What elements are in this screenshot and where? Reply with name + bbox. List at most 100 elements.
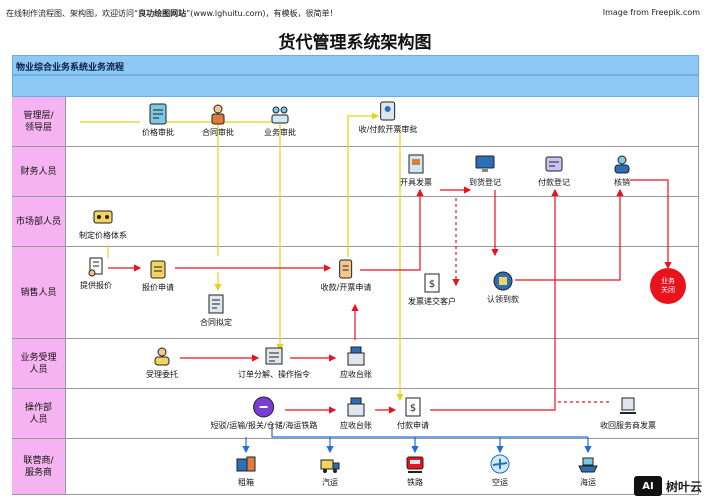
node-issue-invoice[interactable]: 开具发票 (400, 153, 432, 188)
node-price-approval[interactable]: 价格审批 (142, 103, 174, 138)
price-tag-icon (93, 210, 113, 224)
node-payment-apply[interactable]: $ 付款申请 (397, 396, 429, 431)
node-railway[interactable]: 铁路 (404, 453, 426, 488)
node-container-rent[interactable]: 租箱 (235, 453, 257, 488)
node-label: 价格审批 (142, 128, 174, 137)
truck-icon (320, 459, 340, 473)
lane-market (12, 197, 699, 247)
cash-register-icon (347, 397, 365, 417)
node-label: 应收台账 (340, 370, 372, 379)
payment-card-icon (545, 156, 563, 172)
node-label: 收/付款开票审批 (358, 125, 418, 134)
node-air[interactable]: 空运 (489, 453, 511, 488)
dollar-document-icon: $ (424, 273, 440, 293)
clipboard-icon (150, 260, 166, 279)
node-quote-apply[interactable]: 报价申请 (142, 258, 174, 293)
node-label: 业务审批 (264, 128, 296, 137)
node-provide-quote[interactable]: 提供报价 (80, 256, 112, 291)
node-label: 报价申请 (142, 283, 174, 292)
node-confirm-receipt[interactable]: 认领到款 (487, 270, 519, 305)
svg-text:$: $ (429, 279, 435, 290)
team-icon (271, 106, 289, 124)
note-prefix: 在线制作流程图、架构图，欢迎访问“ (6, 9, 139, 18)
node-label: 海运 (580, 478, 596, 487)
watermark: AI 树叶云 (633, 476, 702, 496)
lane-label-management: 管理层/ 领导层 (12, 97, 66, 147)
lane-label-acceptance: 业务受理 人员 (12, 339, 66, 389)
node-business-approval[interactable]: 业务审批 (264, 103, 296, 138)
lane-label-sales: 销售人员 (12, 247, 66, 339)
node-accept-commission[interactable]: 受理委托 (146, 345, 178, 380)
node-contract-draft[interactable]: 合同拟定 (200, 293, 232, 328)
node-label: 订单分解、操作指令 (238, 370, 310, 379)
airplane-icon (490, 454, 510, 474)
worker-icon (211, 104, 225, 125)
node-label: 开具发票 (400, 178, 432, 187)
node-label: 付款申请 (397, 421, 429, 430)
checklist-icon (149, 103, 167, 125)
node-arrival-register[interactable]: 到货登记 (469, 153, 501, 188)
node-sea[interactable]: 海运 (577, 453, 599, 488)
lane-acceptance (12, 339, 699, 389)
monitor-icon (475, 155, 495, 172)
bill-icon (339, 259, 353, 279)
business-closed-badge[interactable]: 业务 关闭 (650, 268, 686, 304)
lane-operations (12, 389, 699, 439)
node-label: 汽运 (322, 478, 338, 487)
receipt-printer-icon (380, 101, 396, 121)
node-transport-ops[interactable]: 短驳/运输/报关/仓储/海运铁路 (210, 396, 318, 431)
node-payment-invoice-apply[interactable]: 收款/开票申请 (320, 258, 372, 293)
section-bar-lower (12, 75, 699, 97)
node-label: 合同拟定 (200, 318, 232, 327)
form-icon (265, 347, 283, 365)
lane-label-operations: 操作部 人员 (12, 389, 66, 439)
page-title: 货代管理系统架构图 (278, 33, 432, 53)
node-label: 短驳/运输/报关/仓储/海运铁路 (210, 421, 318, 430)
node-label: 合同审批 (202, 128, 234, 137)
node-label: 到货登记 (469, 178, 501, 187)
node-label: 付款登记 (538, 178, 570, 187)
node-invoice-approval[interactable]: 收/付款开票审批 (358, 100, 418, 135)
dollar-document-icon: $ (405, 397, 421, 417)
coin-icon (493, 271, 513, 291)
node-label: 铁路 (407, 478, 423, 487)
container-icon (236, 456, 256, 472)
note-site-link[interactable]: 良功绘图网站 (138, 9, 187, 18)
node-payment-register[interactable]: 付款登记 (538, 153, 570, 188)
node-write-off[interactable]: 核销 (611, 153, 633, 188)
node-receivable-ledger-2[interactable]: 应收台账 (340, 396, 372, 431)
lane-label-finance: 财务人员 (12, 147, 66, 197)
train-icon (406, 456, 424, 473)
lane-management (12, 97, 699, 147)
node-label: 收款/开票申请 (320, 283, 372, 292)
node-label: 制定价格体系 (79, 231, 127, 240)
node-receivable-ledger-1[interactable]: 应收台账 (340, 345, 372, 380)
node-invoice-delivery[interactable]: $ 发票递交客户 (408, 272, 456, 307)
section-bar (12, 55, 699, 75)
node-label: 受理委托 (146, 370, 178, 379)
lane-label-partners: 联营商/ 服务商 (12, 439, 66, 495)
watermark-logo: AI (633, 476, 662, 496)
node-label: 收回服务商发票 (600, 421, 656, 430)
node-label: 租箱 (238, 478, 254, 487)
contract-icon (208, 294, 224, 314)
agent-icon (154, 347, 170, 366)
node-truck[interactable]: 汽运 (319, 453, 341, 488)
section-title: 物业综合业务系统业务流程 (16, 63, 125, 73)
operations-icon (253, 396, 275, 418)
note-suffix: ”(www.lghuitu.com)，有模板，很简单！ (186, 9, 338, 18)
node-label: 空运 (492, 478, 508, 487)
watermark-text: 树叶云 (665, 479, 702, 494)
invoice-hand-icon (620, 397, 636, 414)
node-label: 核销 (614, 178, 630, 187)
node-contract-approval[interactable]: 合同审批 (202, 103, 234, 138)
lane-finance (12, 147, 699, 197)
image-credit: Image from Freepik.com (602, 8, 700, 17)
header-note: 在线制作流程图、架构图，欢迎访问“良功绘图网站”(www.lghuitu.com… (6, 8, 337, 19)
node-order-split[interactable]: 订单分解、操作指令 (238, 345, 310, 380)
node-recover-invoice[interactable]: 收回服务商发票 (600, 396, 656, 431)
document-hand-icon (88, 257, 103, 277)
node-pricing-system[interactable]: 制定价格体系 (79, 206, 127, 241)
invoice-icon (408, 154, 424, 174)
node-label: 发票递交客户 (408, 297, 456, 306)
